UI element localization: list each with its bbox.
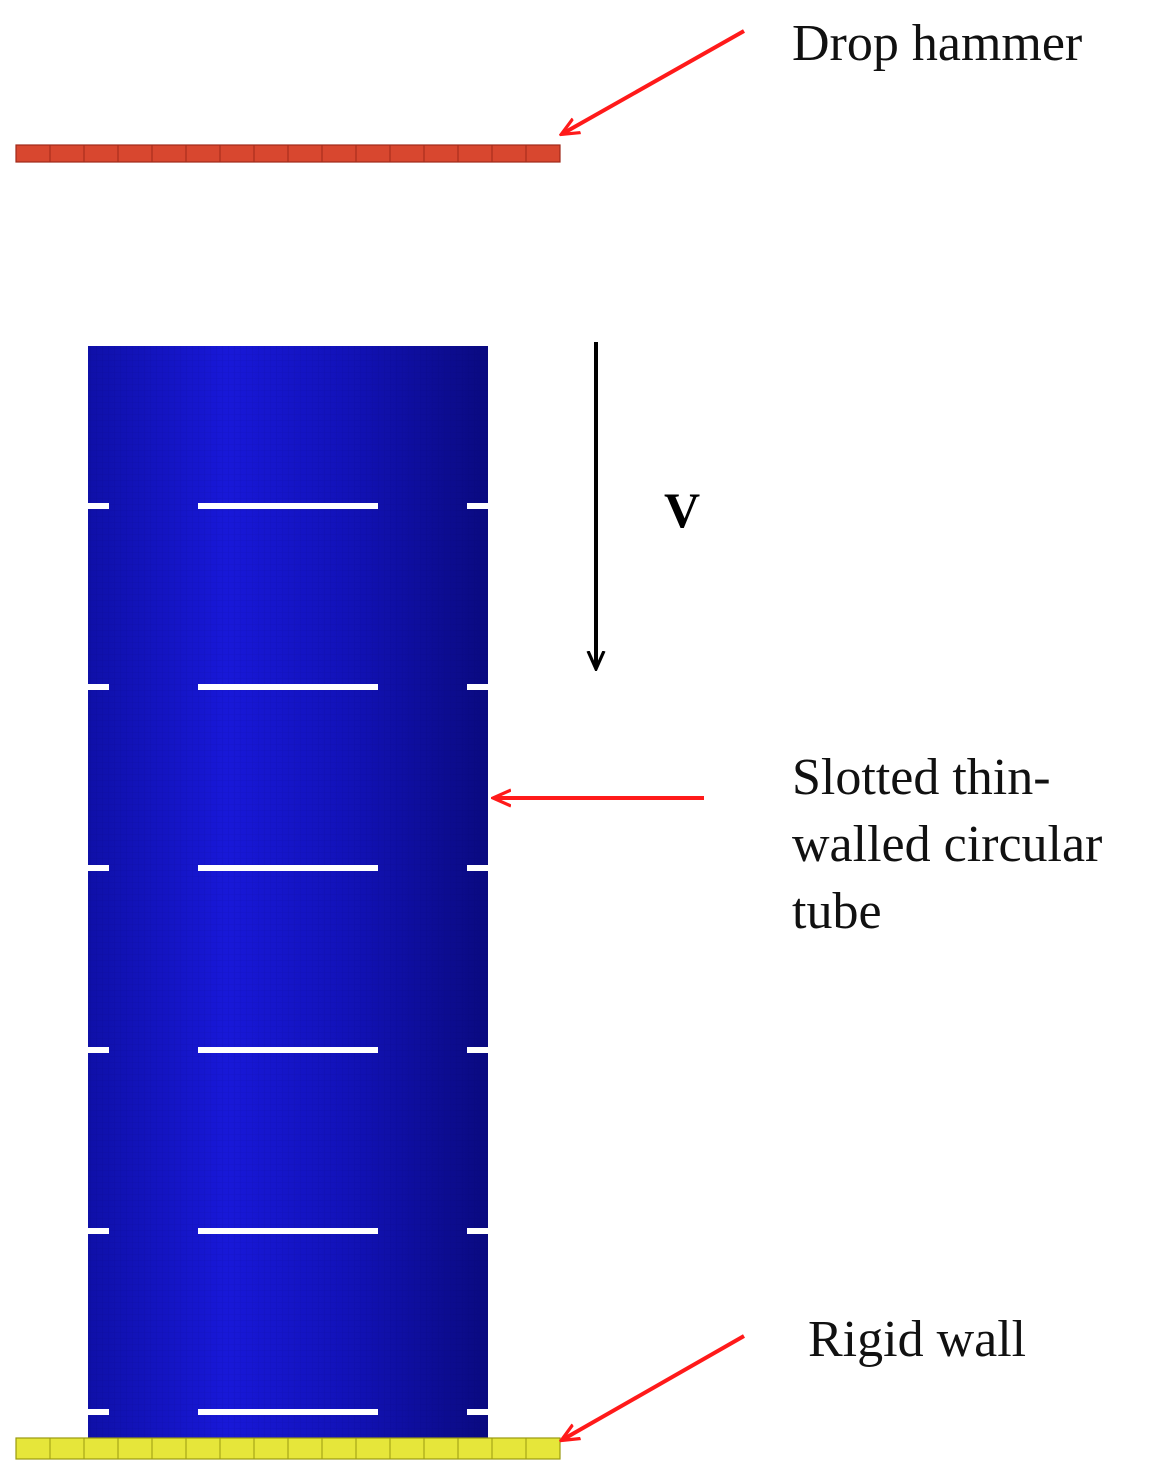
- slot-center: [198, 1047, 378, 1053]
- drop-hammer-pointer-arrow: [562, 29, 745, 134]
- slot-center: [198, 1409, 378, 1415]
- slot-left-stub: [88, 684, 109, 690]
- slot-left-stub: [88, 1228, 109, 1234]
- rigid-wall-pointer-arrow: [562, 1334, 745, 1440]
- rigid-wall-plate: [15, 1437, 561, 1460]
- slot-center: [198, 684, 378, 690]
- rigid-wall-mesh: [49, 1438, 527, 1459]
- slotted-tube: [88, 346, 488, 1438]
- slot-left-stub: [88, 1047, 109, 1053]
- tube-label: Slotted thin- walled circular tube: [792, 744, 1152, 945]
- tube-label-line-3: tube: [792, 883, 882, 940]
- drop-hammer-label: Drop hammer: [792, 15, 1083, 72]
- velocity-label: V: [664, 482, 701, 538]
- slot-right-stub: [467, 1409, 488, 1415]
- slot-right-stub: [467, 1228, 488, 1234]
- slot-right-stub: [467, 865, 488, 871]
- slot-right-stub: [467, 684, 488, 690]
- slot-left-stub: [88, 865, 109, 871]
- drop-hammer-mesh: [49, 145, 527, 162]
- slot-left-stub: [88, 1409, 109, 1415]
- tube-label-line-2: walled circular: [792, 816, 1103, 873]
- tube-label-line-1: Slotted thin-: [792, 749, 1051, 806]
- slot-center: [198, 1228, 378, 1234]
- slot-left-stub: [88, 503, 109, 509]
- slot-center: [198, 865, 378, 871]
- drop-hammer-plate: [15, 144, 561, 163]
- slot-center: [198, 503, 378, 509]
- slot-right-stub: [467, 1047, 488, 1053]
- rigid-wall-label: Rigid wall: [808, 1311, 1027, 1368]
- tube-slots: [88, 503, 488, 1415]
- slot-right-stub: [467, 503, 488, 509]
